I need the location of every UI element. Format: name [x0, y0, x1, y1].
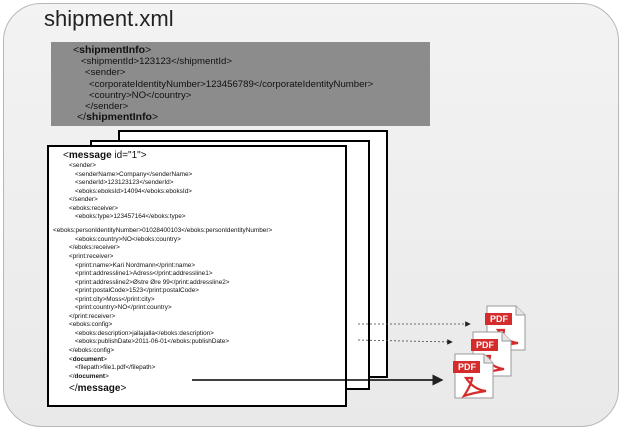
pdf-label: PDF [476, 340, 494, 350]
message-line-text: <eboks:receiver> [69, 204, 119, 212]
shipment-info-line-tag: shipmentInfo [86, 111, 152, 123]
message-line: <message id="1"> [63, 150, 147, 161]
shipment-info-line-text: > [151, 111, 159, 123]
shipment-info-line: </shipmentInfo> [77, 111, 158, 123]
message-line-text: <eboks:type>123457164</eboks:type> [75, 213, 186, 221]
message-line: <sender> [69, 162, 96, 169]
message-page-front: <message id="1"><sender><senderName>Comp… [47, 145, 347, 407]
message-line: <eboks:description>jallajalla</eboks:des… [75, 330, 214, 337]
message-line-text: > [103, 355, 108, 363]
message-line-text: < [63, 150, 69, 161]
message-line-tag: message [68, 150, 112, 161]
message-line-text: <print:postalCode>1523</print:postalCode… [75, 287, 199, 295]
message-line: <print:postalCode>1523</print:postalCode… [75, 287, 199, 294]
message-line: <print:receiver> [69, 253, 113, 260]
message-line-text: > [120, 382, 127, 394]
message-line: </eboks:config> [69, 347, 114, 354]
message-line-text: <print:addressline2>Østre Øre 99</print:… [75, 278, 230, 286]
shipment-info-line: <sender> [85, 67, 126, 78]
shipment-info-line-text: <sender> [85, 67, 126, 78]
message-line-text: > [105, 372, 109, 380]
message-line: <eboks:receiver> [69, 205, 118, 212]
message-line: </sender> [69, 196, 98, 203]
shipment-info-line: <country>NO</country> [89, 90, 191, 101]
message-line: <filepath>file1.pdf</filepath> [75, 364, 155, 371]
message-line-text: <print:name>Kari Nordmann</print:name> [75, 261, 196, 269]
message-line-text: <eboks:personIdentityNumber>01028400103<… [53, 227, 273, 235]
message-line-tag: document [72, 355, 104, 363]
message-line: </document> [69, 373, 109, 380]
shipment-info-line: <corporateIdentityNumber>123456789</corp… [89, 79, 373, 90]
shipment-info-line: <shipmentInfo> [73, 44, 151, 56]
message-line-text: <senderId>123123123</senderId> [75, 179, 174, 187]
message-line-text: < [69, 355, 73, 363]
message-line: <print:addressline1>Adress</print:addres… [75, 270, 212, 277]
shipment-info-line-text: <corporateIdentityNumber>123456789</corp… [89, 79, 374, 90]
message-line: <print:addressline2>Østre Øre 99</print:… [75, 279, 230, 286]
message-line: <print:country>NO</print:country> [75, 304, 172, 311]
file-title: shipment.xml [44, 6, 174, 31]
message-line-text: <print:country>NO</print:country> [75, 304, 172, 312]
shipment-info-line-text: > [145, 44, 152, 56]
message-line: <senderId>123123123</senderId> [75, 179, 173, 186]
message-line: <eboks:publishDate>2011-06-01</eboks:pub… [75, 338, 229, 345]
message-line-text: <filepath>file1.pdf</filepath> [75, 364, 156, 372]
shipment-info-line-text: <country>NO</country> [89, 90, 192, 101]
message-line: <senderName>Company</senderName> [75, 171, 192, 178]
message-line: <document> [69, 356, 107, 363]
message-line: <eboks:personIdentityNumber>01028400103<… [53, 227, 272, 234]
message-line-text: <print:receiver> [69, 252, 114, 260]
shipment-info-line-text: </sender> [85, 101, 129, 112]
shipment-info-line: </sender> [85, 101, 128, 112]
shipment-info-box: <shipmentInfo><shipmentId>123123</shipme… [51, 42, 430, 126]
shipment-info-line-tag: shipmentInfo [79, 44, 146, 56]
message-line-text: <eboks:eboksId>14094</eboks:eboksId> [75, 187, 192, 195]
message-line: <eboks:type>123457164</eboks:type> [75, 213, 186, 220]
arrow-publishdate-to-pdf [357, 339, 453, 345]
shipment-info-line-text: < [73, 44, 80, 56]
message-line-text: <sender> [69, 162, 97, 169]
message-line-text: <senderName>Company</senderName> [75, 170, 193, 178]
message-line: <eboks:config> [69, 321, 112, 328]
pdf-label: PDF [458, 362, 476, 372]
message-line-text: <print:addressline1>Adress</print:addres… [75, 270, 213, 278]
pdf-file-icon-1: PDF [452, 352, 496, 400]
message-line-text: <eboks:description>jallajalla</eboks:des… [75, 329, 214, 337]
message-line: <eboks:eboksId>14094</eboks:eboksId> [75, 188, 192, 195]
message-line-text: </eboks:receiver> [69, 244, 120, 252]
message-line-text: id="1"> [111, 150, 147, 161]
message-line: <print:city>Moss</print:city> [75, 296, 155, 303]
message-line-text: </eboks:config> [69, 347, 115, 354]
message-line-text: <eboks:config> [69, 321, 113, 329]
message-line-text: </ [69, 382, 78, 394]
message-line-text: <print:city>Moss</print:city> [75, 295, 155, 303]
shipment-info-line: <shipmentId>123123</shipmentId> [81, 56, 232, 67]
message-line-text: <eboks:country>NO</eboks:country> [75, 235, 181, 243]
message-line: </eboks:receiver> [69, 244, 120, 251]
message-line-text: </ [69, 372, 75, 380]
message-line-text: <eboks:publishDate>2011-06-01</eboks:pub… [75, 338, 230, 346]
message-line-text: </sender> [69, 196, 98, 204]
message-line: </message> [69, 383, 126, 394]
message-line: </print:receiver> [69, 313, 115, 320]
message-line-tag: message [77, 382, 121, 394]
shipment-info-line-text: <shipmentId>123123</shipmentId> [81, 56, 232, 67]
message-line: <eboks:country>NO</eboks:country> [75, 236, 181, 243]
pdf-label: PDF [490, 314, 508, 324]
shipment-info-line-text: </ [77, 111, 87, 123]
message-line-tag: document [74, 372, 106, 380]
message-line-text: </print:receiver> [69, 312, 116, 320]
message-line: <print:name>Kari Nordmann</print:name> [75, 262, 195, 269]
